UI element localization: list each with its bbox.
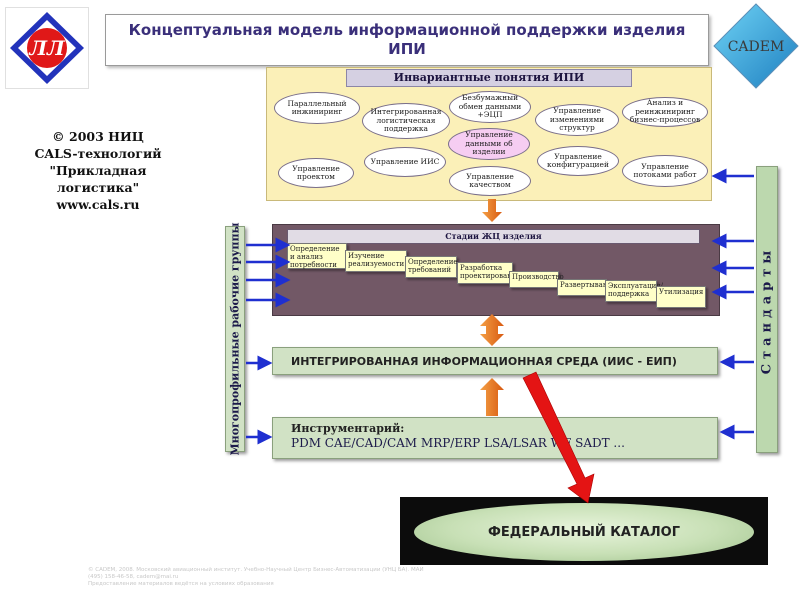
- tools-panel: Инструментарий: PDM CAE/CAD/CAM MRP/ERP …: [272, 417, 718, 459]
- stage-box: Изучение реализуемости: [345, 250, 407, 272]
- footer: © CADEM, 2008. Московский авиационный ин…: [88, 567, 648, 588]
- ies-panel: ИНТЕГРИРОВАННАЯ ИНФОРМАЦИОННАЯ СРЕДА (ИИ…: [272, 347, 718, 375]
- footer-line: © CADEM, 2008. Московский авиационный ин…: [88, 567, 424, 573]
- concept-ellipse: Управление изменениями структур: [535, 104, 619, 136]
- footer-contact[interactable]: (495) 158-46-58, cadem@mai.ru: [88, 574, 179, 580]
- ies-label: ИНТЕГРИРОВАННАЯ ИНФОРМАЦИОННАЯ СРЕДА (ИИ…: [291, 354, 677, 368]
- copyright-line: CALS-технологий: [34, 146, 162, 161]
- orange-double-arrow: [480, 314, 504, 346]
- orange-arrow: [482, 199, 502, 222]
- concept-ellipse: Безбумажный обмен данными +ЭЦП: [449, 91, 531, 123]
- concept-ellipse-highlight: Управление данными об изделии: [448, 128, 530, 160]
- federal-catalog-ellipse: ФЕДЕРАЛЬНЫЙ КАТАЛОГ: [414, 503, 754, 561]
- blue-arrows-right: [711, 168, 754, 440]
- stage-box: Утилизация: [656, 286, 706, 308]
- stage-box: Определение требований: [405, 256, 458, 278]
- stage-box: Определение и анализ потребности: [287, 243, 347, 269]
- workgroups-bar: Многопрофильные рабочие группы: [225, 222, 245, 456]
- federal-catalog-label: ФЕДЕРАЛЬНЫЙ КАТАЛОГ: [487, 524, 681, 540]
- invariant-title: Инвариантные понятия ИПИ: [346, 69, 632, 87]
- concept-ellipse: Анализ и реинжиниринг бизнес-процессов: [622, 97, 708, 127]
- tools-list: PDM CAE/CAD/CAM MRP/ERP LSA/LSAR WF SADT…: [291, 436, 625, 450]
- tools-label: Инструментарий:: [291, 422, 405, 435]
- concept-ellipse: Интегрированная логистическая поддержка: [362, 103, 450, 139]
- page-title: Концептуальная модель информационной под…: [128, 21, 686, 58]
- logo-left: ЛЛ: [5, 7, 89, 89]
- concept-ellipse: Управление потоками работ: [622, 155, 708, 187]
- logo-left-text: ЛЛ: [28, 36, 66, 60]
- footer-line: Предоставление материалов ведётся на усл…: [88, 581, 274, 587]
- standards-bar: Стандарты: [756, 166, 778, 453]
- stage-box: Разработка проектирование: [457, 262, 521, 284]
- logo-right-text: CADEM: [728, 39, 785, 55]
- concept-ellipse: Управление конфигурацией: [537, 146, 619, 176]
- lifecycle-title: Стадии ЖЦ изделия: [287, 229, 700, 244]
- concept-ellipse: Управление проектом: [278, 158, 354, 188]
- copyright-link[interactable]: www.cals.ru: [56, 197, 140, 212]
- concept-ellipse: Управление качеством: [449, 166, 531, 196]
- copyright-line: © 2003 НИЦ: [52, 129, 144, 144]
- red-arrow: [522, 371, 595, 504]
- concept-ellipse: Управление ИИС: [364, 147, 446, 177]
- copyright-line: "Прикладная: [49, 163, 147, 178]
- title-box: Концептуальная модель информационной под…: [105, 14, 709, 66]
- stage-box: Производство: [509, 271, 564, 288]
- orange-arrow-up: [480, 378, 504, 416]
- copyright-line: логистика": [56, 180, 140, 195]
- copyright-block: © 2003 НИЦ CALS-технологий "Прикладная л…: [18, 128, 178, 213]
- stage-box: Эксплуатация/ поддержка: [605, 280, 663, 302]
- blue-arrows-left: [246, 237, 291, 445]
- logo-right: CADEM: [712, 2, 800, 90]
- concept-ellipse: Параллельный инжиниринг: [274, 92, 360, 124]
